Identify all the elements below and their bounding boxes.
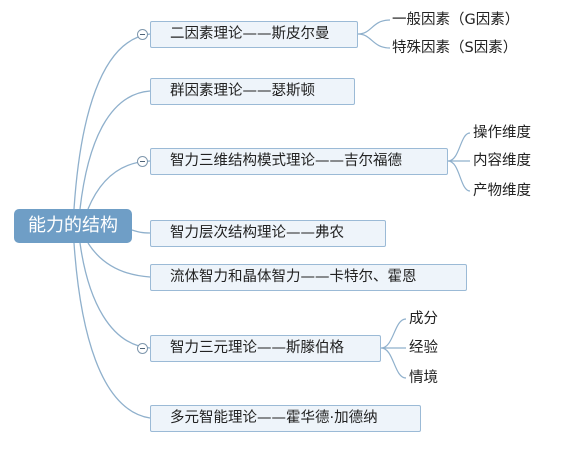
connector-root-to-branch-5 [87, 242, 151, 278]
connector-root-to-branch-2 [79, 90, 151, 210]
leaf-node[interactable]: 情境 [409, 370, 438, 386]
leaf-node[interactable]: 操作维度 [473, 125, 531, 141]
branch-label: 智力三元理论——斯滕伯格 [170, 340, 344, 356]
leaf-node[interactable]: 特殊因素（S因素） [392, 40, 518, 56]
connector-branch-1-children [357, 19, 391, 49]
leaf-node[interactable]: 成分 [409, 311, 438, 327]
collapse-minus-icon[interactable] [137, 156, 148, 167]
branch-label: 智力三维结构模式理论——吉尔福德 [170, 153, 402, 169]
leaf-node[interactable]: 内容维度 [473, 153, 531, 169]
root-node[interactable]: 能力的结构 [14, 209, 132, 243]
branch-label: 群因素理论——瑟斯顿 [170, 83, 315, 99]
branch-label: 流体智力和晶体智力——卡特尔、霍恩 [170, 269, 417, 285]
branch-node-5[interactable]: 流体智力和晶体智力——卡特尔、霍恩 [150, 264, 467, 291]
leaf-node[interactable]: 产物维度 [473, 183, 531, 199]
branch-node-4[interactable]: 智力层次结构理论——弗农 [150, 220, 386, 247]
root-label: 能力的结构 [28, 215, 118, 236]
branch-label: 二因素理论——斯皮尔曼 [170, 26, 330, 42]
branch-label: 多元智能理论——霍华德·加德纳 [170, 410, 378, 426]
branch-node-2[interactable]: 群因素理论——瑟斯顿 [150, 78, 355, 105]
connector-root-to-branch-6 [79, 242, 151, 349]
branch-label: 智力层次结构理论——弗农 [170, 225, 344, 241]
branch-node-7[interactable]: 多元智能理论——霍华德·加德纳 [150, 405, 421, 432]
collapse-minus-icon[interactable] [137, 343, 148, 354]
connector-branch-6-children [380, 318, 407, 379]
leaf-node[interactable]: 经验 [409, 340, 438, 356]
leaf-node[interactable]: 一般因素（G因素） [392, 12, 520, 28]
connector-branch-3-children [447, 132, 471, 192]
connector-root-to-branch-3 [87, 160, 151, 210]
collapse-minus-icon[interactable] [137, 29, 148, 40]
connector-root-to-branch-4 [131, 229, 151, 234]
branch-node-6[interactable]: 智力三元理论——斯滕伯格 [150, 335, 381, 362]
branch-node-1[interactable]: 二因素理论——斯皮尔曼 [150, 21, 358, 48]
branch-node-3[interactable]: 智力三维结构模式理论——吉尔福德 [150, 148, 448, 175]
connector-root-to-branch-1 [73, 33, 151, 210]
connector-root-to-branch-7 [73, 242, 151, 419]
